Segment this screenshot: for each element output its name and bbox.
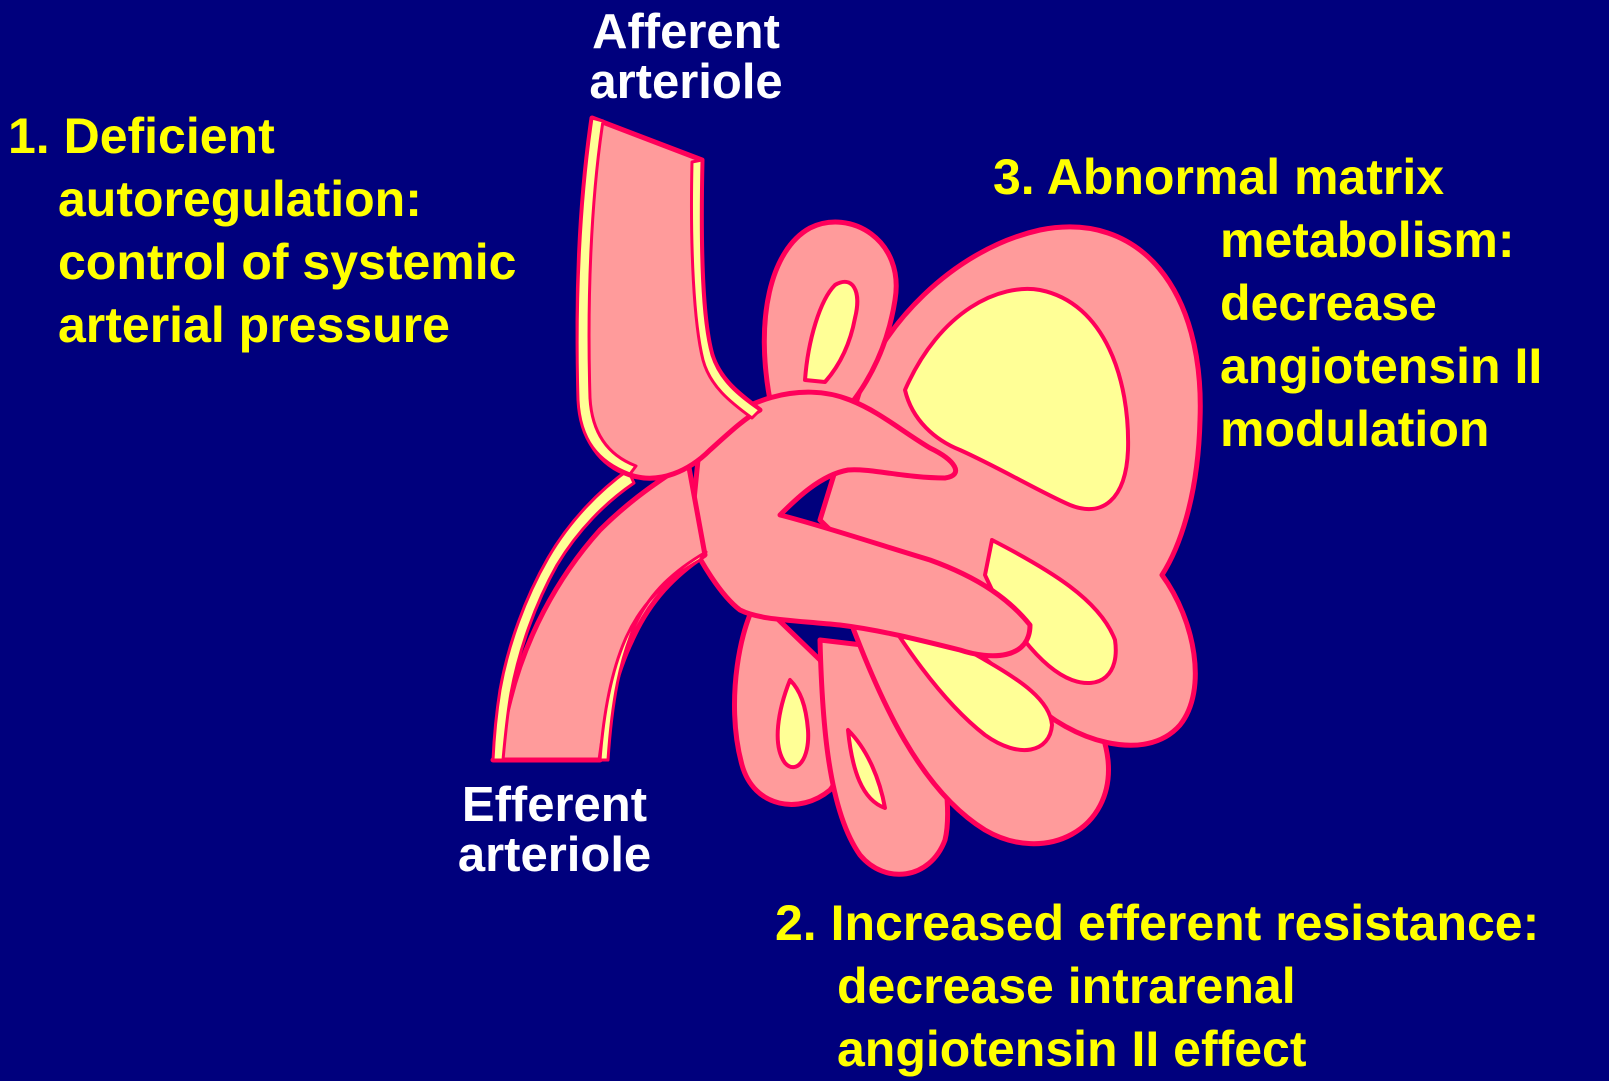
note-deficient-autoregulation: 1. Deficient autoregulation: control of … <box>8 105 516 357</box>
note3-line1: 3. Abnormal matrix <box>993 146 1542 209</box>
efferent-label-line2: arteriole <box>458 828 651 882</box>
note2-line2: decrease intrarenal <box>775 955 1539 1018</box>
note1-line4: arterial pressure <box>8 294 516 357</box>
note3-line3: decrease <box>993 272 1542 335</box>
efferent-label-line1: Efferent <box>462 778 647 832</box>
note1-line1: 1. Deficient <box>8 105 516 168</box>
note1-line3: control of systemic <box>8 231 516 294</box>
note3-line4: angiotensin II <box>993 335 1542 398</box>
efferent-arteriole-label: Efferent arteriole <box>447 780 662 880</box>
afferent-arteriole-label: Afferent arteriole <box>576 7 796 107</box>
note-increased-efferent-resistance: 2. Increased efferent resistance: decrea… <box>775 892 1539 1081</box>
afferent-label-line2: arteriole <box>589 55 782 109</box>
note3-line5: modulation <box>993 398 1542 461</box>
note3-line2: metabolism: <box>993 209 1542 272</box>
note-abnormal-matrix-metabolism: 3. Abnormal matrix metabolism: decrease … <box>993 146 1542 461</box>
note2-line3: angiotensin II effect <box>775 1018 1539 1081</box>
afferent-label-line1: Afferent <box>592 5 780 59</box>
note1-line2: autoregulation: <box>8 168 516 231</box>
afferent-arteriole-vessel <box>578 118 760 478</box>
note2-line1: 2. Increased efferent resistance: <box>775 892 1539 955</box>
